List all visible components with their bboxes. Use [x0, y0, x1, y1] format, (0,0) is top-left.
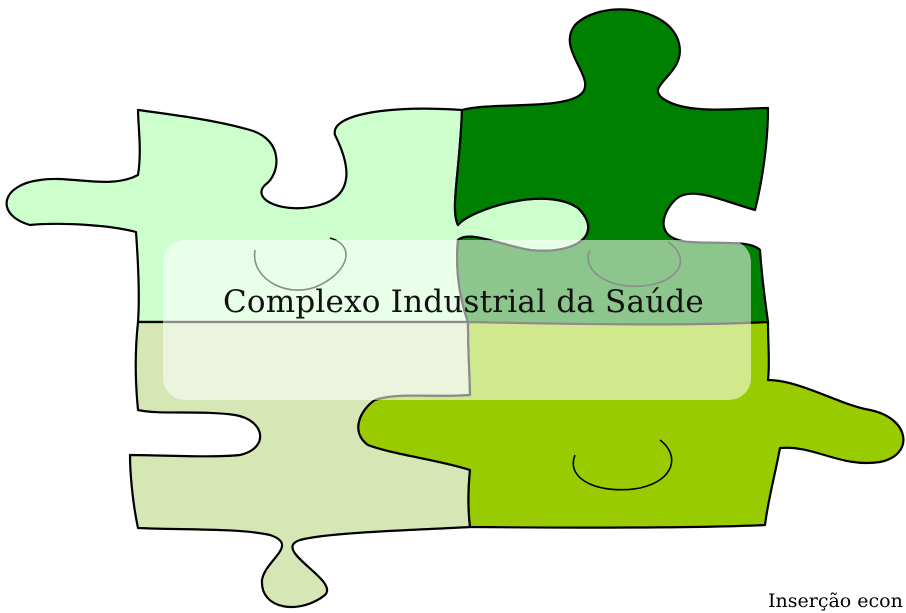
diagram-title: Complexo Industrial da Saúde [223, 284, 704, 320]
title-banner: Complexo Industrial da Saúde [163, 240, 751, 400]
puzzle-tab-outline-bottom [572, 439, 673, 491]
footer-caption: Inserção econ [768, 590, 903, 612]
